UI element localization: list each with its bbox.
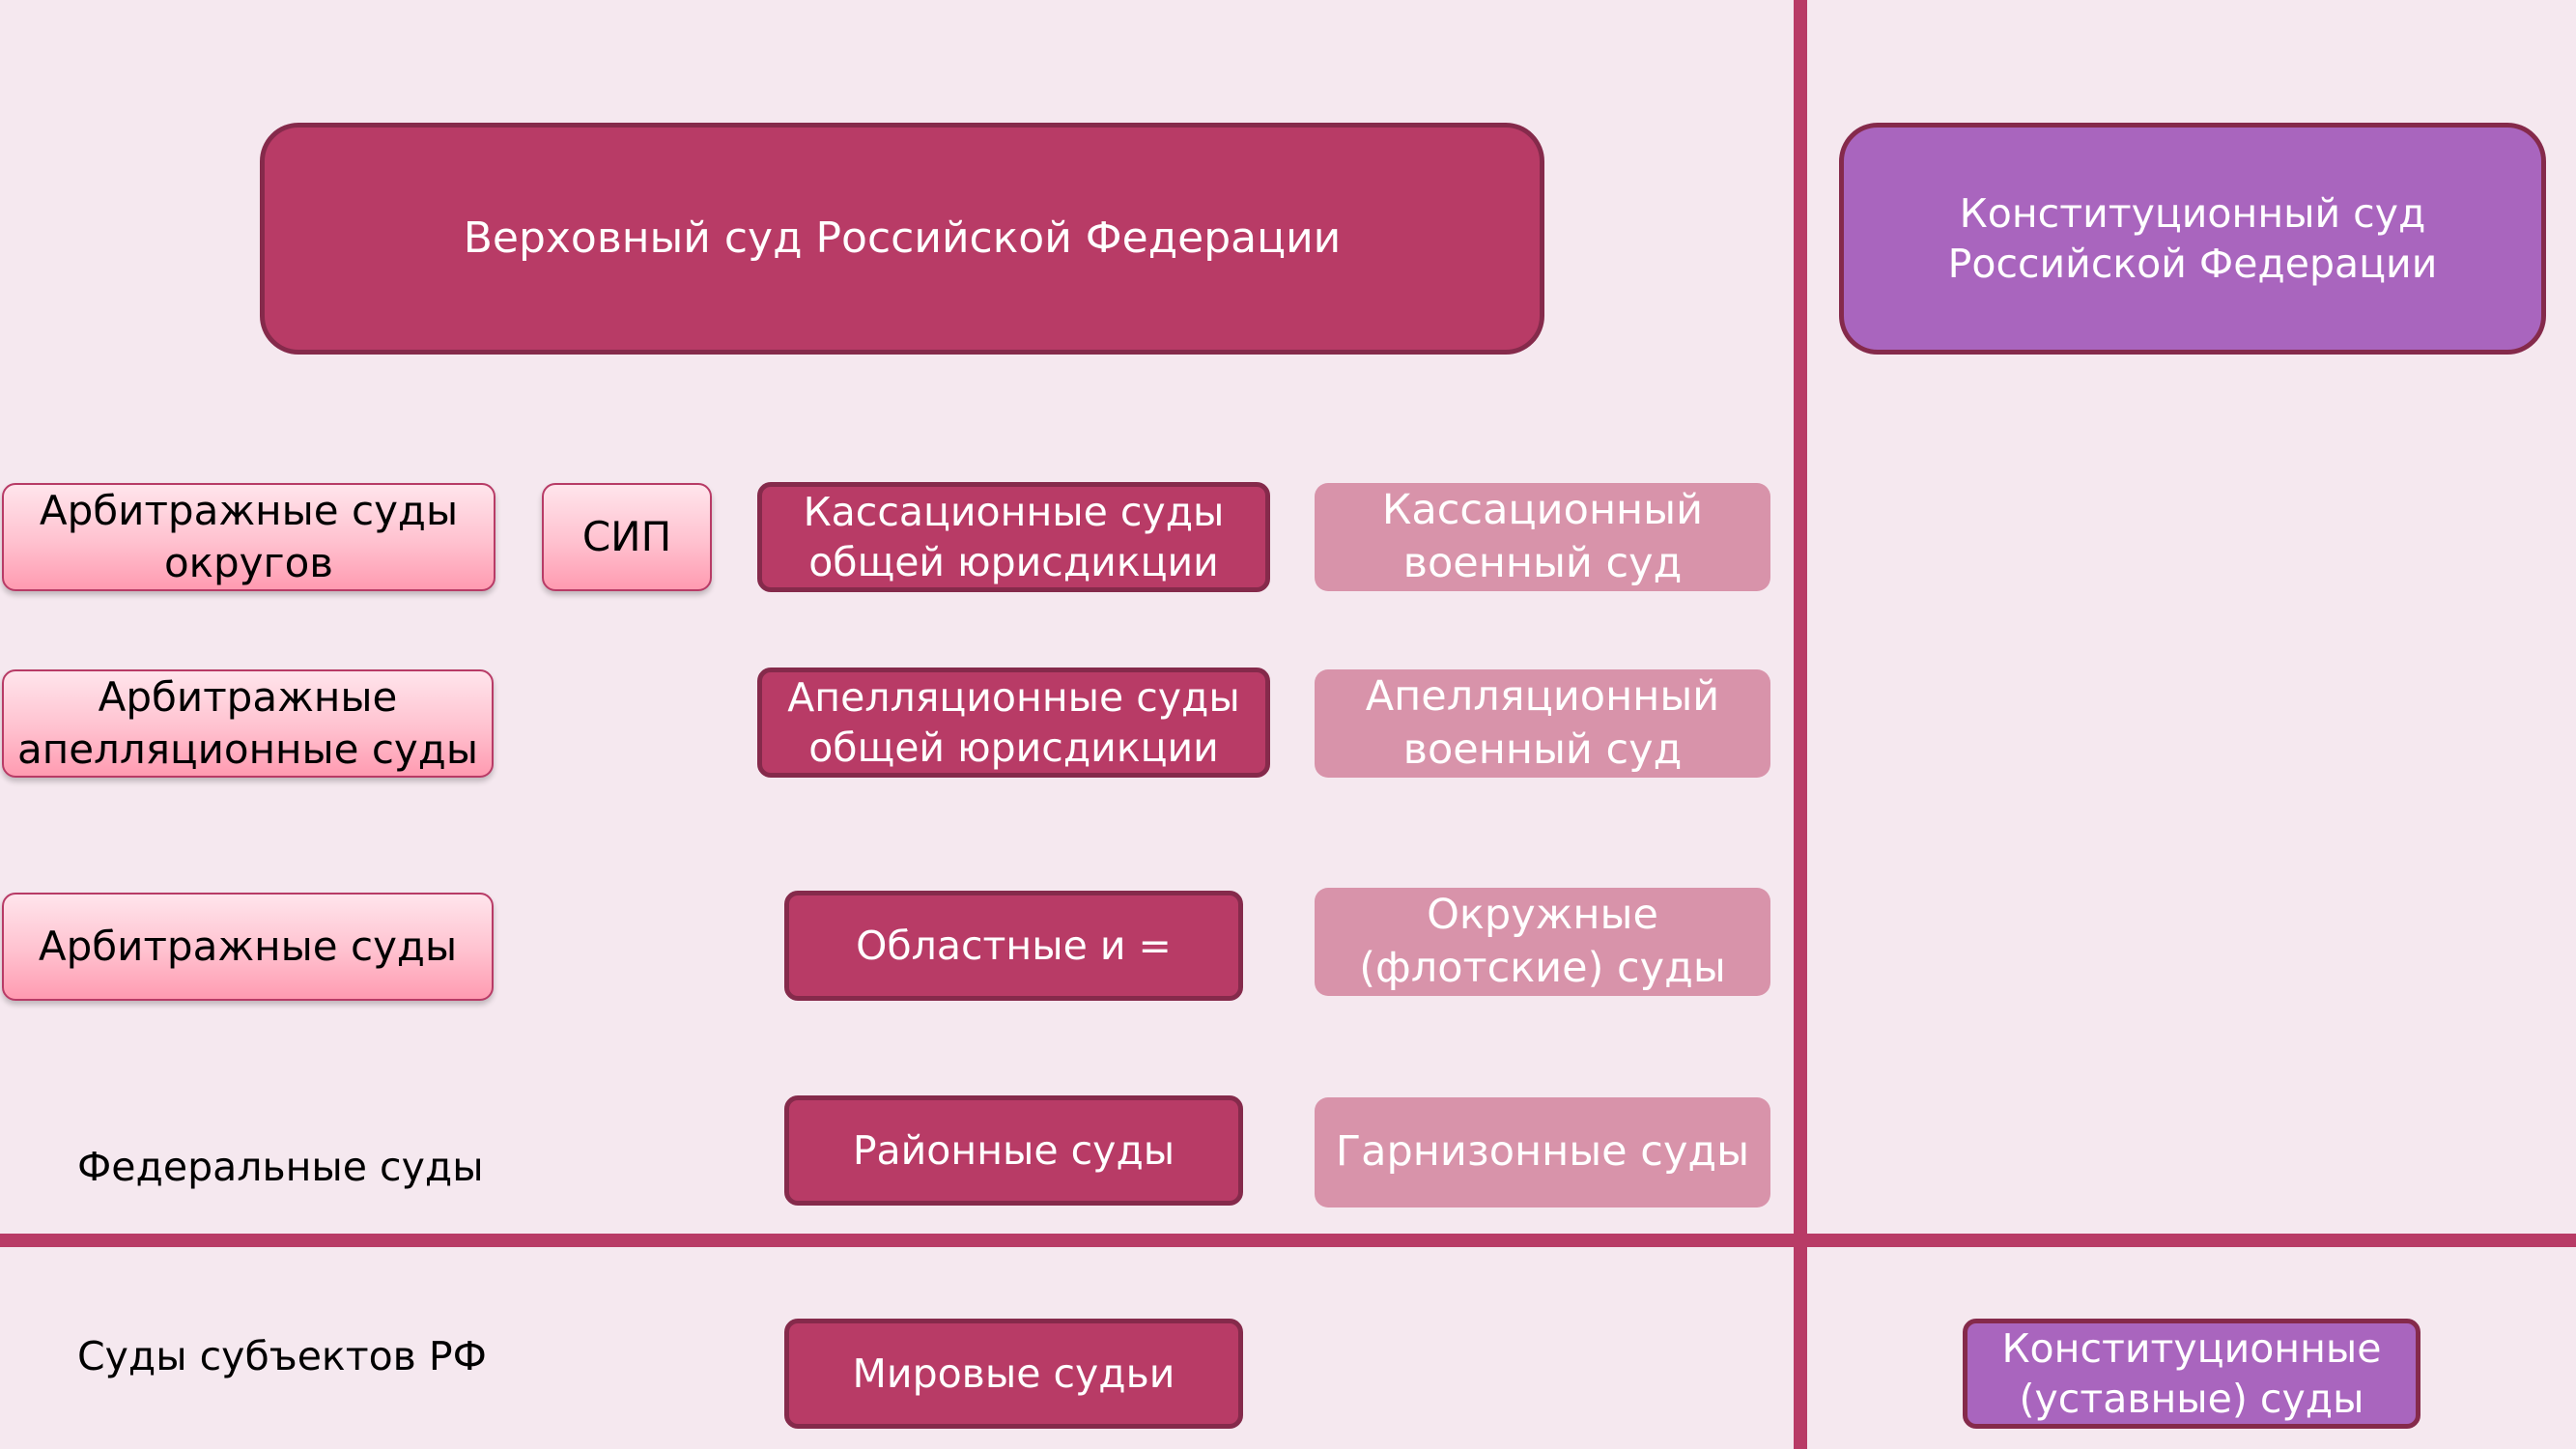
supreme-court-label: Верховный суд Российской Федерации xyxy=(463,213,1342,263)
constitutional-court-box: Конституционный суд Российской Федерации xyxy=(1839,123,2546,355)
garrison-courts-label: Гарнизонные суды xyxy=(1335,1127,1750,1177)
arbitration-courts-label: Арбитражные суды xyxy=(38,923,458,971)
garrison-courts-box: Гарнизонные суды xyxy=(1315,1097,1770,1208)
supreme-court-box: Верховный суд Российской Федерации xyxy=(260,123,1544,355)
regional-courts-box: Областные и = xyxy=(784,891,1243,1001)
arbitration-appellate-courts-box: Арбитражные апелляционные суды xyxy=(2,669,494,778)
appeal-military-court-box: Апелляционный военный суд xyxy=(1315,669,1770,778)
sip-label: СИП xyxy=(581,513,672,561)
arbitration-appellate-courts-label: Арбитражные апелляционные суды xyxy=(17,673,478,773)
district-military-courts-box: Окружные (флотские) суды xyxy=(1315,888,1770,996)
vertical-divider xyxy=(1794,0,1807,1449)
district-military-courts-label: Окружные (флотские) суды xyxy=(1359,890,1726,992)
cassation-military-court-box: Кассационный военный суд xyxy=(1315,483,1770,591)
horizontal-divider xyxy=(0,1234,2576,1247)
arbitration-district-courts-label: Арбитражные суды округов xyxy=(39,487,459,586)
federal-courts-label: Федеральные суды xyxy=(77,1144,484,1190)
cassation-general-courts-box: Кассационные суды общей юрисдикции xyxy=(757,482,1270,592)
appeal-general-courts-box: Апелляционные суды общей юрисдикции xyxy=(757,668,1270,778)
regional-courts-label: Областные и = xyxy=(856,922,1172,969)
district-courts-label: Районные суды xyxy=(852,1126,1175,1174)
constitutional-court-label: Конституционный суд Российской Федерации xyxy=(1947,189,2438,287)
sip-box: СИП xyxy=(542,483,712,591)
constitutional-charter-courts-box: Конституционные (уставные) суды xyxy=(1963,1319,2420,1429)
magistrates-box: Мировые судьи xyxy=(784,1319,1243,1429)
cassation-general-courts-label: Кассационные суды общей юрисдикции xyxy=(803,488,1225,585)
magistrates-label: Мировые судьи xyxy=(852,1350,1175,1397)
appeal-military-court-label: Апелляционный военный суд xyxy=(1365,671,1720,774)
constitutional-charter-courts-label: Конституционные (уставные) суды xyxy=(2001,1324,2382,1422)
subject-courts-label: Суды субъектов РФ xyxy=(77,1333,487,1379)
arbitration-district-courts-box: Арбитражные суды округов xyxy=(2,483,495,591)
arbitration-courts-box: Арбитражные суды xyxy=(2,893,494,1001)
appeal-general-courts-label: Апелляционные суды общей юрисдикции xyxy=(787,673,1240,771)
district-courts-box: Районные суды xyxy=(784,1095,1243,1206)
cassation-military-court-label: Кассационный военный суд xyxy=(1381,485,1704,587)
